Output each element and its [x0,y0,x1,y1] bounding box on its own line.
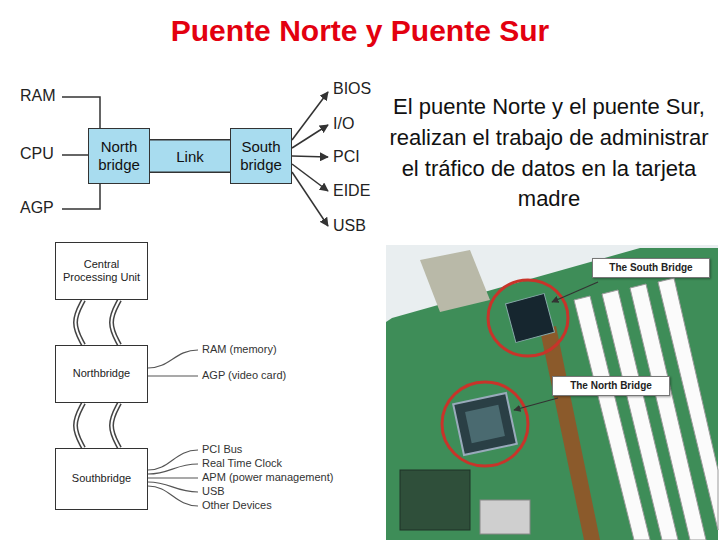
bus-label: RAM [20,87,56,105]
wires [62,92,328,226]
band-fill [150,141,230,172]
wire [292,172,328,226]
bridge-box: South bridge [230,128,292,184]
wire-outline [112,300,120,345]
node-text: Southbridge [72,472,131,485]
device-label: Real Time Clock [202,457,282,471]
highlight-circle [442,382,528,466]
leader-line [148,375,198,376]
leader-line [148,450,198,470]
connector [420,250,490,312]
cpu-box: Central Processing Unit [55,242,148,300]
wire [292,125,328,148]
bus-label: AGP [20,199,54,217]
leader-line [148,350,198,368]
description-text: El puente Norte y el puente Sur, realiza… [382,92,716,215]
leader-line [148,464,198,474]
northbridge-box: Northbridge [55,345,148,403]
leader-line [148,486,198,506]
wire-outline [112,403,120,448]
node-text: South bridge [234,138,288,174]
device-label: APM (power management) [202,471,333,485]
wire [292,164,328,191]
bus-label: CPU [20,145,54,163]
node-text: North bridge [92,138,146,174]
leader-line [552,282,598,302]
bridge-box: North bridge [88,128,150,184]
wire [62,184,100,209]
bus-connector [76,403,120,448]
wire-core [76,403,84,448]
wire [292,156,328,157]
agp-slot [540,326,600,540]
bus-label: I/O [333,115,354,133]
device-label: Other Devices [202,499,272,513]
component [400,470,470,530]
leader-lines [148,350,198,506]
node-text: Central Processing Unit [59,258,144,284]
callout-label: The North Bridge [552,376,670,396]
wire-core [112,403,120,448]
photo-ground [386,245,718,540]
north-bridge-chip [442,382,528,466]
leader-line [148,477,198,478]
component [480,500,530,534]
device-label: RAM (memory) [202,343,277,357]
chip [453,393,517,455]
bus-connector [76,300,120,345]
device-label: AGP (video card) [202,369,286,383]
leader-line [514,398,558,410]
wire-outline [76,403,84,448]
south-bridge-chip [488,280,568,356]
wire [292,92,328,140]
callout-label: The South Bridge [592,258,710,278]
highlight-circle [488,280,568,356]
slide-title: Puente Norte y Puente Sur [0,14,720,48]
pci-slots [574,278,718,540]
southbridge-box: Southbridge [55,448,148,510]
wire-core [76,300,84,345]
band-outline [150,139,230,173]
chip-die [465,405,505,443]
wire-outline [76,300,84,345]
wire-core [112,300,120,345]
bus-label: BIOS [333,80,371,98]
node-text: Northbridge [73,367,130,380]
device-label: USB [202,485,225,499]
bus-label: EIDE [333,182,370,200]
slot [658,278,718,530]
bus-label: PCI [333,148,360,166]
circuit-board [386,248,718,540]
bus-label: USB [333,217,366,235]
wire [62,97,100,128]
motherboard-photo [386,245,718,540]
device-label: PCI Bus [202,443,242,457]
wire [62,154,88,156]
edge-label: Link [174,148,206,165]
chip [506,294,555,343]
